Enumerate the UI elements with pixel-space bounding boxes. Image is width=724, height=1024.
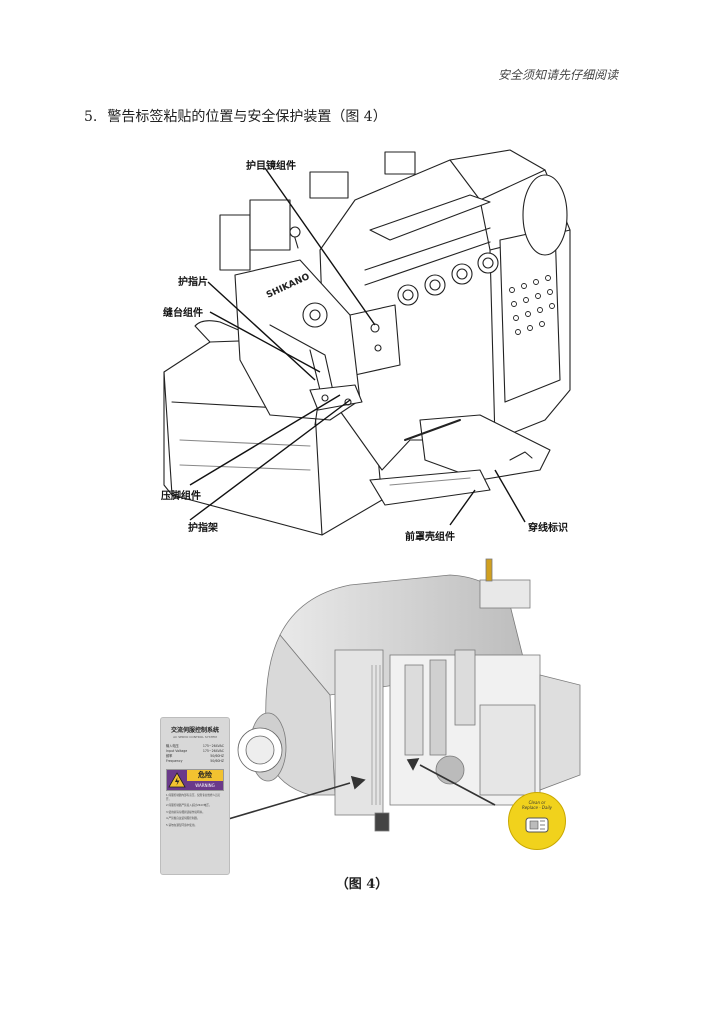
callout-front-cover: 前罩壳组件 — [405, 532, 455, 543]
spec-key: 输入电压 — [166, 744, 179, 748]
callout-eye-guard: 护目镜组件 — [246, 161, 296, 172]
header-note: 安全须知请先仔细阅读 — [497, 68, 618, 82]
section-number: 5. — [84, 109, 98, 125]
callout-presser-foot: 压脚组件 — [161, 491, 201, 502]
label-specs: 输入电压 175~264VAC Input Voltage 175~264VAC 频… — [166, 744, 224, 764]
label-note: 1.伺服控制器内部有高压，仅限专业维修人员打开。 — [166, 794, 221, 801]
danger-block: 危险 WARNING — [166, 769, 224, 791]
spec-value: 50/60HZ — [210, 759, 224, 763]
section-title: 警告标签粘贴的位置与安全保护装置（图 4） — [107, 109, 387, 125]
spec-value: 175~264VAC — [202, 749, 224, 753]
callout-threading-mark: 穿线标识 — [528, 523, 568, 534]
spec-key: Input Voltage — [166, 749, 188, 753]
label-subtitle: AC SERVO CONTROL SYSTEM — [173, 735, 217, 739]
label-note: 3.使用前请仔细阅读操作说明书。 — [166, 810, 205, 814]
clean-replace-sticker: Clean or Replace - Daily — [508, 792, 566, 850]
section-heading: 5. 警告标签粘贴的位置与安全保护装置（图 4） — [84, 106, 387, 126]
label-note: 2.伺服控制器严禁接入超过264V电压。 — [166, 804, 212, 808]
label-note: 4.严禁擅自改装伺服控制器。 — [166, 817, 200, 821]
electric-hazard-icon — [167, 770, 187, 790]
callout-finger-guard-frame: 护指架 — [188, 523, 218, 534]
warning-text: WARNING — [187, 781, 223, 790]
overlock-machine-drawing: SHIKANO — [163, 149, 571, 536]
filter-icon — [525, 817, 549, 833]
label-note: 5.请勿在潮湿环境中使用。 — [166, 823, 198, 827]
machine-rear-view — [224, 558, 581, 832]
sticker-line-2: Replace - Daily — [521, 805, 553, 810]
callout-finger-plate: 护指片 — [178, 277, 208, 288]
servo-warning-label: 交流伺服控制系统 AC SERVO CONTROL SYSTEM 输入电压 175… — [160, 717, 230, 875]
spec-value: 175~264VAC — [202, 744, 224, 748]
label-title: 交流伺服控制系统 — [170, 727, 219, 734]
danger-text: 危险 — [187, 770, 223, 781]
sticker-line-1: Clean or — [528, 800, 546, 805]
figure-caption: （图 4） — [335, 877, 389, 892]
spec-key: 频率 — [166, 754, 173, 758]
spec-value: 50/60HZ — [210, 754, 224, 758]
spec-key: Frequency — [166, 759, 183, 763]
callout-needle-plate: 缝台组件 — [163, 308, 203, 319]
